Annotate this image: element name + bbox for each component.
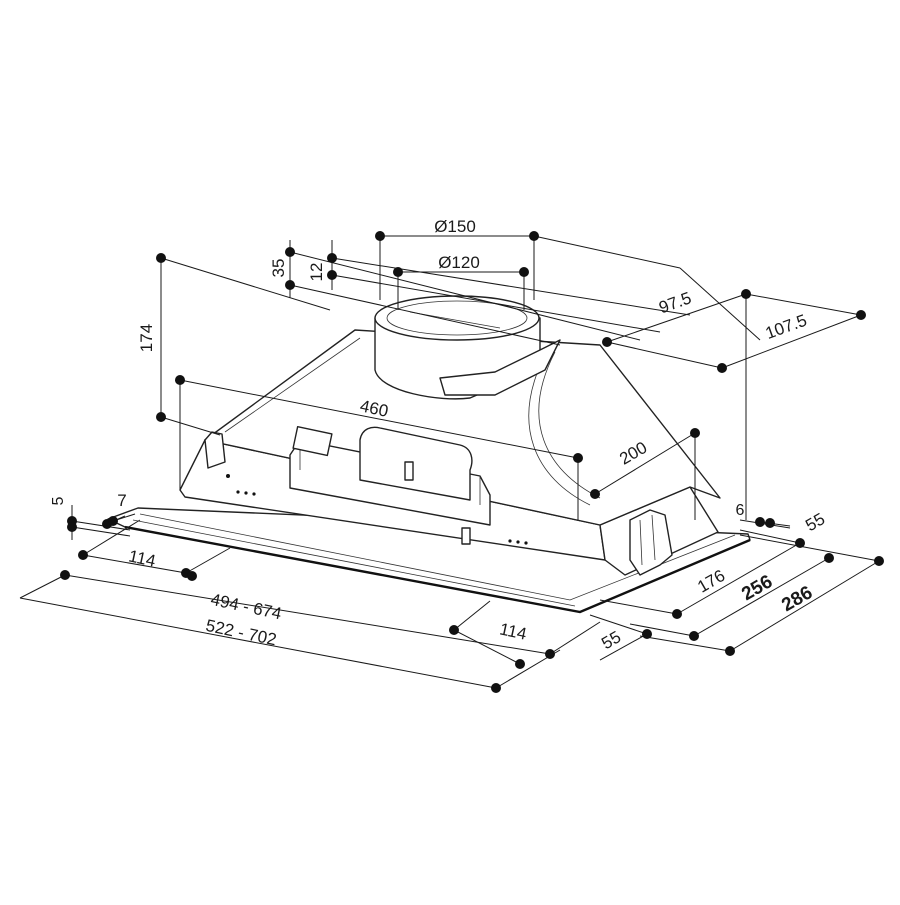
dimension-line <box>289 251 641 341</box>
dimension-line <box>160 257 331 311</box>
dimension-endpoint-dot <box>175 375 185 385</box>
dimension-line <box>594 432 696 495</box>
dimension-endpoint-dot <box>856 310 866 320</box>
dimension-endpoint-dot <box>327 270 337 280</box>
dim-label-side-offset-right: 114 <box>498 620 528 644</box>
dimension-line <box>599 599 678 615</box>
dimension-endpoint-dot <box>573 453 583 463</box>
dimension-endpoint-dot <box>60 570 70 580</box>
dim-label-overall-width: 522 - 702 <box>204 616 278 650</box>
dimension-line <box>71 526 131 537</box>
hood-body-drawing <box>107 295 751 614</box>
duct-spigot <box>374 295 561 400</box>
dimension-line <box>82 554 187 574</box>
dim-label-duct-outer-diameter: Ø150 <box>434 217 476 236</box>
dim-label-rear-offset: 55 <box>802 509 828 535</box>
dim-label-collar-offset: 12 <box>307 263 326 282</box>
dim-label-mount-depth: 176 <box>694 566 728 597</box>
trim-frame-front-edge <box>124 525 751 614</box>
dimension-line <box>160 416 221 436</box>
dimension-line <box>331 274 661 333</box>
dim-label-overall-height: 174 <box>137 324 156 352</box>
dimension-endpoint-dot <box>156 412 166 422</box>
dimension-endpoint-dot <box>285 280 295 290</box>
dimension-line <box>676 542 801 615</box>
dimension-line <box>606 341 723 369</box>
dimension-endpoint-dot <box>519 267 529 277</box>
dimension-line <box>599 633 648 661</box>
dimension-line <box>453 600 491 631</box>
dimension-endpoint-dot <box>187 571 197 581</box>
dimension-endpoint-dot <box>824 553 834 563</box>
dim-label-rear-gap: 6 <box>736 502 745 519</box>
dimension-endpoint-dot <box>689 631 699 641</box>
dimension-endpoint-dot <box>717 363 727 373</box>
dimension-line <box>71 520 131 531</box>
dimension-endpoint-dot <box>285 247 295 257</box>
dimension-line <box>679 267 761 341</box>
upper-shell <box>204 329 721 526</box>
dim-label-frame-lip: 7 <box>117 491 126 510</box>
dimension-line <box>745 293 862 316</box>
dimension-lines <box>19 235 880 689</box>
dimension-line <box>331 257 691 316</box>
motor-housing <box>289 426 491 545</box>
dimension-endpoint-dot <box>741 289 751 299</box>
dimension-line <box>693 557 830 637</box>
dimension-endpoint-dot <box>327 253 337 263</box>
dimension-endpoint-dot <box>375 231 385 241</box>
dimension-endpoint-dot <box>529 231 539 241</box>
dim-label-cutout-depth: 256 <box>738 571 776 605</box>
dimension-line <box>606 293 747 343</box>
dimension-line <box>549 621 601 655</box>
left-bracket <box>204 431 226 469</box>
control-panel-marks <box>226 474 528 545</box>
dimension-endpoint-dot <box>795 538 805 548</box>
dimension-endpoint-dot <box>765 518 775 528</box>
dimension-endpoint-dot <box>449 625 459 635</box>
dimension-endpoint-dot <box>108 516 118 526</box>
dimension-line <box>289 284 561 346</box>
dimension-endpoint-dot <box>515 659 525 669</box>
dim-label-duct-inner-diameter: Ø120 <box>438 253 480 272</box>
dim-label-side-offset-left: 114 <box>127 547 157 571</box>
dimension-line <box>19 574 66 599</box>
dimension-endpoint-dot <box>590 489 600 499</box>
dimension-endpoint-dot <box>690 428 700 438</box>
dimension-endpoint-dot <box>491 683 501 693</box>
dimension-endpoint-dot <box>672 609 682 619</box>
dimension-line <box>721 314 862 369</box>
dimension-dots <box>60 231 884 693</box>
dimension-endpoint-dot <box>755 517 765 527</box>
dim-label-frame-thickness: 5 <box>50 496 67 505</box>
dimension-endpoint-dot <box>78 550 88 560</box>
dimension-line <box>533 235 681 269</box>
dimension-line <box>19 597 497 689</box>
dimension-line <box>185 547 231 574</box>
dim-label-duct-offset-rear: 107.5 <box>763 311 809 343</box>
dimension-line <box>729 560 880 652</box>
dimension-line <box>639 635 731 652</box>
dim-label-collar-height: 35 <box>269 259 288 278</box>
dimension-endpoint-dot <box>545 649 555 659</box>
dimension-endpoint-dot <box>642 629 652 639</box>
dimension-line <box>739 534 880 562</box>
dimension-endpoint-dot <box>725 646 735 656</box>
dimension-line <box>629 623 695 637</box>
dim-label-overall-depth: 286 <box>778 582 816 616</box>
dimension-line <box>589 614 648 635</box>
dimension-line <box>739 529 801 544</box>
dimension-endpoint-dot <box>156 253 166 263</box>
dimension-line <box>82 519 141 556</box>
dimension-line <box>739 519 791 529</box>
dimension-endpoint-dot <box>874 556 884 566</box>
dimension-line <box>453 629 521 665</box>
dimension-line <box>64 574 551 655</box>
dimension-endpoint-dot <box>393 267 403 277</box>
dimension-endpoint-dot <box>67 522 77 532</box>
dimension-endpoint-dot <box>602 337 612 347</box>
dimension-line <box>759 521 791 527</box>
dimension-line <box>179 379 579 459</box>
